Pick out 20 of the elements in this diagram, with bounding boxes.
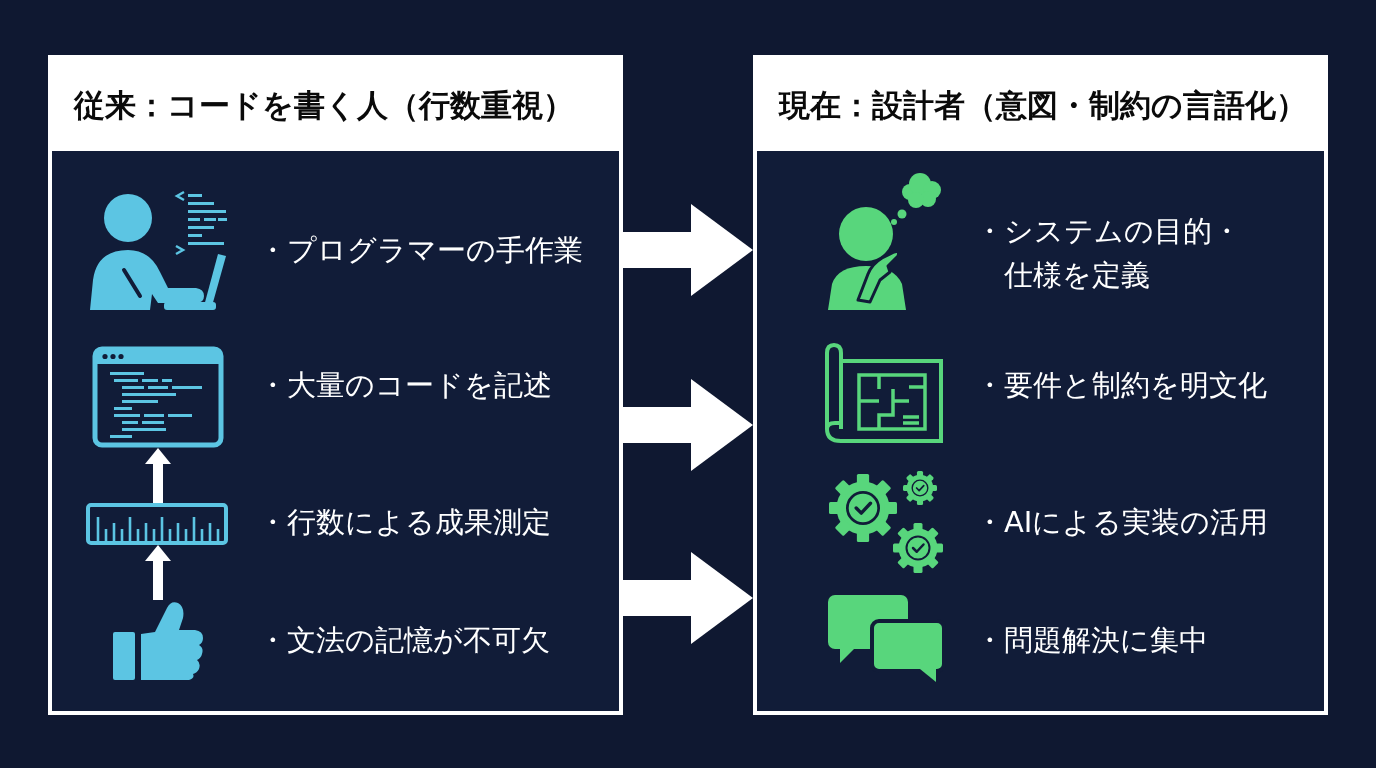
code-window-icon: [92, 346, 224, 448]
arrow: [623, 552, 753, 644]
arrow: [145, 448, 171, 503]
arrow: [145, 545, 171, 600]
panel-heading: 現在：設計者（意図・制約の言語化）: [757, 59, 1324, 151]
list-item-text: ・問題解決に集中: [975, 622, 1208, 659]
list-item-text: ・文法の記憶が不可欠: [258, 622, 550, 659]
list-item-text: ・プログラマーの手作業: [258, 232, 583, 269]
list-item-text: ・大量のコードを記述: [258, 367, 552, 404]
panel-heading: 従来：コードを書く人（行数重視）: [52, 59, 619, 151]
list-item-text: ・AIによる実装の活用: [975, 504, 1269, 541]
list-item-text: ・要件と制約を明文化: [975, 367, 1267, 404]
thumbs-up-icon: [113, 600, 203, 680]
arrow: [623, 204, 753, 296]
arrow: [623, 379, 753, 471]
ruler-icon: [86, 503, 228, 545]
list-item-text: ・システムの目的・仕様を定義: [975, 213, 1242, 294]
panel: [753, 55, 1328, 715]
panel: [48, 55, 623, 715]
list-item-text: ・行数による成果測定: [258, 504, 551, 541]
